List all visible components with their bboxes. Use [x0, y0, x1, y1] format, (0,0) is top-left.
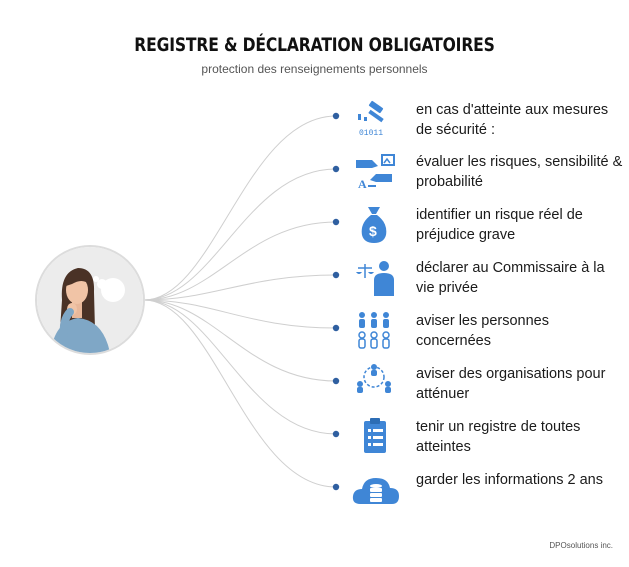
connector-dot	[332, 165, 340, 173]
connector-curve	[143, 168, 337, 301]
list-item-text: tenir un registre de toutes atteintes	[416, 419, 581, 455]
list-item: 01011 en cas d'atteinte aux mesures de s…	[352, 98, 622, 144]
connector-curve	[143, 274, 337, 301]
list-item: déclarer au Commissaire à la vie privée	[352, 256, 622, 302]
connector-curve	[143, 299, 337, 329]
connector-curve	[143, 299, 337, 435]
connector-dot	[332, 483, 340, 491]
binary-label: 01011	[359, 129, 383, 138]
connector-curve	[143, 299, 337, 382]
list-item-text: aviser des organisations pour atténuer	[416, 366, 606, 402]
list-item: garder les informations 2 ans	[352, 468, 622, 514]
connector-dot	[332, 430, 340, 438]
footer-credit: DPOsolutions inc.	[549, 541, 613, 550]
commissioner-scales-icon	[352, 258, 396, 298]
hammer-binary-icon: 01011	[352, 100, 396, 140]
list-item-text: évaluer les risques, sensibilité & proba…	[416, 154, 623, 190]
connector-dot	[332, 324, 340, 332]
connector-curve	[143, 115, 337, 301]
list-item-text: identifier un risque réel de préjudice g…	[416, 207, 583, 243]
list-item: A évaluer les risques, sensibilité & pro…	[352, 150, 622, 196]
page-title: REGISTRE & DÉCLARATION OBLIGATOIRES	[134, 34, 495, 56]
connector-dot	[332, 218, 340, 226]
list-item: aviser des organisations pour atténuer	[352, 362, 622, 408]
connector-curve	[143, 299, 337, 488]
connector-curve	[143, 221, 337, 301]
hands-exchange-icon: A	[352, 152, 396, 192]
list-item-text: déclarer au Commissaire à la vie privée	[416, 260, 605, 296]
list-item: aviser les personnes concernées	[352, 309, 622, 355]
list-item-text: aviser les personnes concernées	[416, 313, 549, 349]
connector-dot	[332, 271, 340, 279]
svg-text:A: A	[358, 177, 367, 191]
list-item-text: en cas d'atteinte aux mesures de sécurit…	[416, 102, 609, 138]
connector-dot	[332, 377, 340, 385]
thinking-person-avatar	[35, 245, 145, 355]
organization-network-icon	[352, 364, 396, 404]
list-item-text: garder les informations 2 ans	[416, 472, 603, 488]
list-item: tenir un registre de toutes atteintes	[352, 415, 622, 461]
cloud-database-icon	[352, 470, 399, 510]
svg-text:$: $	[369, 223, 377, 239]
list-item: $ identifier un risque réel de préjudice…	[352, 203, 622, 249]
connector-dot	[332, 112, 340, 120]
clipboard-list-icon	[352, 417, 396, 457]
people-group-icon	[352, 311, 396, 351]
money-bag-icon: $	[352, 205, 396, 245]
page-subtitle: protection des renseignements personnels	[201, 62, 428, 76]
